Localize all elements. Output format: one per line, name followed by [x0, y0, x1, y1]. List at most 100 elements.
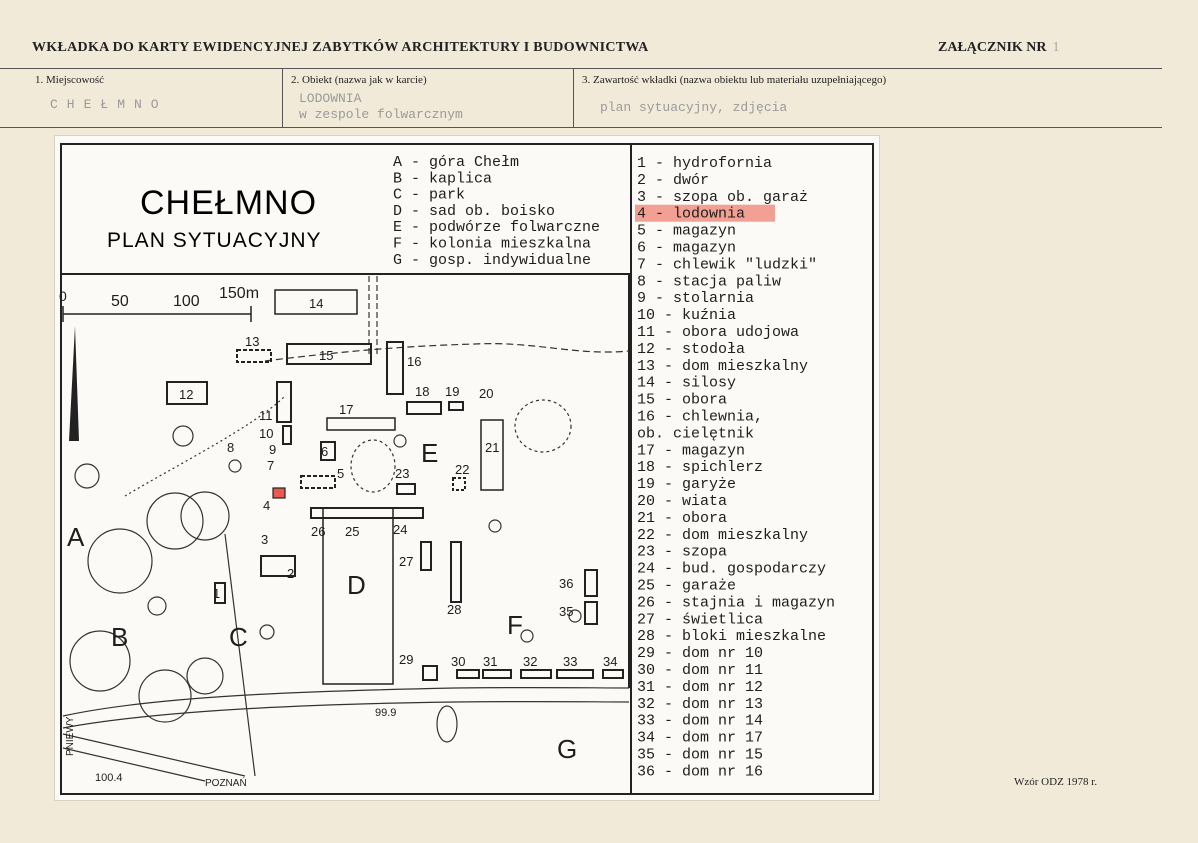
map-label-33: 33 [563, 654, 577, 669]
place-field: 1. Miejscowość CHEŁMNO [0, 69, 283, 127]
map-label-10: 10 [259, 426, 273, 441]
building-dom-nr-16 [584, 569, 598, 597]
sheet-title: WKŁADKA DO KARTY EWIDENCYJNEJ ZABYTKÓW A… [32, 40, 649, 55]
building-legend-entry: 19 - garyże [637, 476, 736, 493]
building-legend-entry: 17 - magazyn [637, 442, 745, 459]
area-letter-e: E [421, 438, 438, 468]
map-label-3: 3 [261, 532, 268, 547]
map-label-12: 12 [179, 387, 193, 402]
building-obora [286, 343, 372, 365]
map-subtitle: PLAN SYTUACYJNY [107, 229, 322, 252]
area-letter-f: F [507, 610, 523, 640]
tree-cluster [138, 669, 192, 723]
road-label-pniewy: PNIEWY [65, 716, 76, 756]
building-legend-entry: 29 - dom nr 10 [637, 645, 763, 662]
sad-boundary [322, 507, 394, 685]
map-label-2: 2 [287, 566, 294, 581]
map-title: CHEŁMNO [140, 184, 317, 222]
map-label-9: 9 [269, 442, 276, 457]
building-legend-entry: 15 - obora [637, 392, 727, 409]
roads [62, 276, 630, 782]
map-label-34: 34 [603, 654, 617, 669]
scale-label: 100 [173, 293, 200, 310]
annex-label-text: ZAŁĄCZNIK NR [938, 40, 1047, 55]
building-magazyn [320, 441, 336, 461]
road-pniewy-poznan [62, 733, 246, 782]
map-labels: 1 2 3 4 5 6 7 8 9 10 11 12 13 14 15 16 1… [65, 296, 617, 789]
building-kuznia [282, 425, 292, 445]
map-label-31: 31 [483, 654, 497, 669]
area-legend-entry: C - park [393, 187, 465, 204]
building-legend-entry: 9 - stolarnia [637, 290, 754, 307]
building-dom-nr-15 [584, 601, 598, 625]
north-arrow-icon [69, 326, 79, 441]
map-label-15: 15 [319, 348, 333, 363]
map-label-20: 20 [479, 386, 493, 401]
road-south-edge [62, 700, 630, 729]
map-label-1: 1 [213, 586, 220, 601]
area-legend-entry: E - podwórze folwarczne [393, 219, 600, 236]
building-legend: 1 - hydrofornia 2 - dwór 3 - szopa ob. g… [637, 155, 835, 780]
plan-boundary [61, 273, 630, 688]
area-legend-entry: A - góra Chełm [393, 154, 519, 171]
map-label-23: 23 [395, 466, 409, 481]
building-szopa [396, 483, 416, 495]
pond [436, 705, 458, 743]
building-legend-entry: 22 - dom mieszkalny [637, 527, 808, 544]
building-legend-entry: 6 - magazyn [637, 240, 736, 257]
site-plan-map: CHEŁMNO PLAN SYTUACYJNY 0 50 100 150m [59, 143, 874, 795]
building-legend-entry: 26 - stajnia i magazyn [637, 594, 835, 611]
place-field-value: CHEŁMNO [50, 97, 168, 112]
building-legend-entry: 31 - dom nr 12 [637, 679, 763, 696]
building-legend-entry: 21 - obora [637, 510, 727, 527]
map-label-36: 36 [559, 576, 573, 591]
map-label-35: 35 [559, 604, 573, 619]
area-letter-c: C [229, 622, 248, 652]
building-legend-entry: 16 - chlewnia, [637, 409, 763, 426]
building-legend-entry: 33 - dom nr 14 [637, 713, 763, 730]
trees-woods [69, 399, 582, 743]
building-legend-entry: 35 - dom nr 15 [637, 747, 763, 764]
object-field-value-line1: LODOWNIA [299, 91, 362, 106]
tree [488, 519, 502, 533]
road-north [368, 276, 378, 356]
pond [514, 399, 572, 453]
building-legend-entry: 34 - dom nr 17 [637, 730, 763, 747]
building-legend-entry: 11 - obora udojowa [637, 324, 799, 341]
tree [147, 596, 167, 616]
building-dom-nr-13 [520, 669, 552, 679]
tree [172, 425, 194, 447]
object-field-value-line2: w zespole folwarcznym [299, 107, 463, 122]
building-legend-entry: 2 - dwór [637, 172, 709, 189]
building-lodownia-highlight [272, 487, 286, 499]
building-chlewnia [386, 341, 404, 395]
building-legend-entry: 14 - silosy [637, 375, 736, 392]
map-label-16: 16 [407, 354, 421, 369]
map-label-18: 18 [415, 384, 429, 399]
building-legend-entry: 18 - spichlerz [637, 459, 763, 476]
tree [520, 629, 534, 643]
pond [350, 439, 396, 493]
map-label-14: 14 [309, 296, 323, 311]
park-path [224, 533, 256, 777]
building-magazyn [300, 475, 336, 489]
content-field-label: 3. Zawartość wkładki (nazwa obiektu lub … [582, 74, 887, 86]
tree-cluster [69, 630, 131, 692]
building-legend-entry: 23 - szopa [637, 544, 727, 561]
area-letter-a: A [67, 522, 85, 552]
building-legend-entry: 28 - bloki mieszkalne [637, 628, 826, 645]
area-legend-entry: B - kaplica [393, 170, 492, 187]
building-dom-nr-17 [602, 669, 624, 679]
map-label-24: 24 [393, 522, 407, 537]
tree [393, 434, 407, 448]
building-legend-entry: ob. cielętnik [637, 425, 754, 442]
building-dom-mieszkalny [236, 349, 272, 363]
object-field: 2. Obiekt (nazwa jak w karcie) LODOWNIA … [283, 69, 574, 127]
building-magazyn [326, 417, 396, 431]
building-obora [480, 419, 504, 491]
elevation-label: 99.9 [375, 707, 396, 719]
area-letter-g: G [557, 734, 577, 764]
chapel-cross-icon [259, 624, 275, 640]
